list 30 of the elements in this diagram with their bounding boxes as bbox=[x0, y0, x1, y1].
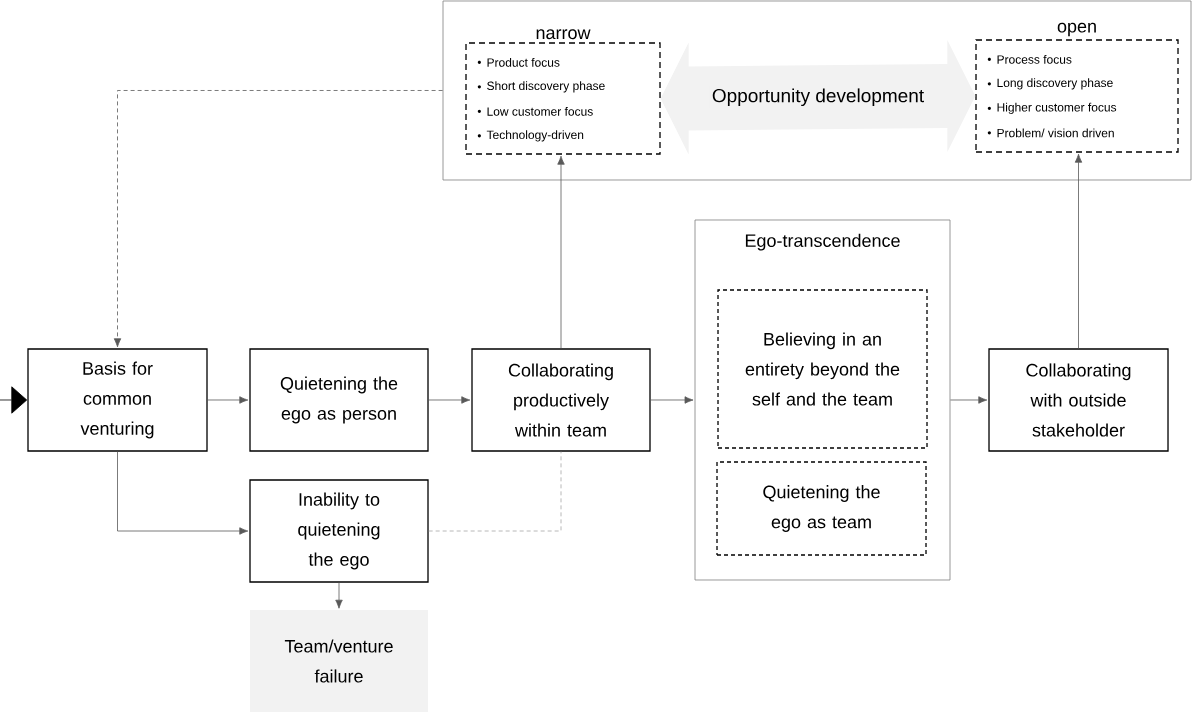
edge-label: Opportunity development bbox=[709, 86, 927, 109]
dashed-box: Quietening the ego as team bbox=[716, 461, 927, 556]
list-item: Technology-driven bbox=[477, 130, 584, 142]
frame-box bbox=[442, 0, 1192, 181]
arrow bbox=[335, 582, 343, 609]
list-item: Problem/ vision driven bbox=[987, 128, 1114, 138]
process-box: Quietening the ego as person bbox=[249, 348, 429, 452]
arrow bbox=[113, 90, 443, 348]
arrow bbox=[557, 155, 565, 349]
process-box: Collaborating with outside stakeholder bbox=[988, 348, 1169, 452]
process-box: Basis for common venturing bbox=[27, 348, 208, 452]
outcome-box: Team/venture failure bbox=[250, 610, 428, 712]
list-item: Product focus bbox=[477, 57, 560, 67]
node-label: narrow bbox=[536, 29, 591, 40]
list-item: Process focus bbox=[987, 54, 1072, 64]
arrow bbox=[650, 396, 694, 404]
arrow bbox=[207, 396, 249, 404]
node-label: open bbox=[1057, 22, 1096, 37]
list-item: Low customer focus bbox=[477, 106, 593, 116]
list-item: Short discovery phase bbox=[477, 81, 605, 93]
list-item: Long discovery phase bbox=[987, 78, 1113, 90]
arrow bbox=[1074, 153, 1083, 349]
arrow bbox=[0, 386, 28, 414]
arrow bbox=[950, 396, 988, 404]
process-box: Inability to quietening the ego bbox=[249, 479, 429, 583]
arrow bbox=[428, 396, 471, 404]
dashed-box: Believing in an entirety beyond the self and the team bbox=[717, 289, 928, 449]
arrow bbox=[117, 451, 249, 535]
list-item: Higher customer focus bbox=[987, 102, 1117, 114]
process-box: Collaborating productively within team bbox=[471, 348, 651, 452]
